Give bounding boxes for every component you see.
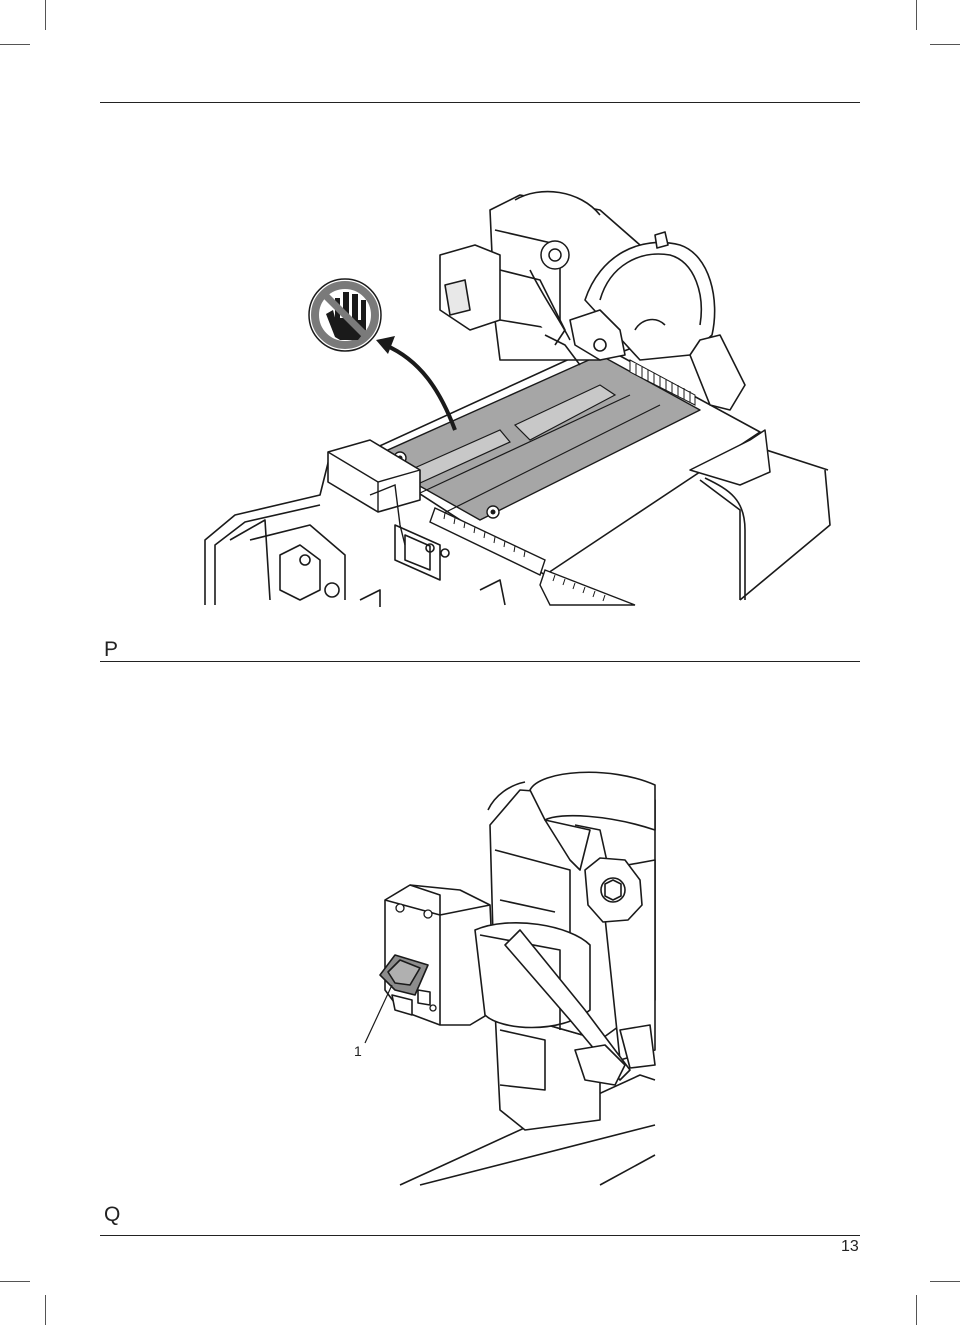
figure-p-rule — [100, 661, 860, 662]
crop-mark — [916, 1295, 917, 1325]
callout-1: 1 — [354, 1043, 362, 1059]
figure-p-illustration — [204, 190, 831, 607]
crop-mark — [0, 44, 30, 45]
page-number: 13 — [841, 1238, 859, 1255]
crop-mark — [45, 1295, 46, 1325]
crop-mark — [916, 0, 917, 30]
crop-mark — [930, 44, 960, 45]
figure-label-q: Q — [104, 1203, 121, 1226]
no-gloves-icon — [308, 278, 382, 352]
crop-mark — [0, 1281, 30, 1282]
crop-mark — [930, 1281, 960, 1282]
figure-label-p: P — [104, 638, 119, 661]
crop-mark — [45, 0, 46, 30]
header-rule — [100, 102, 860, 103]
figure-q-illustration — [364, 771, 656, 1186]
footer-rule — [100, 1235, 860, 1236]
